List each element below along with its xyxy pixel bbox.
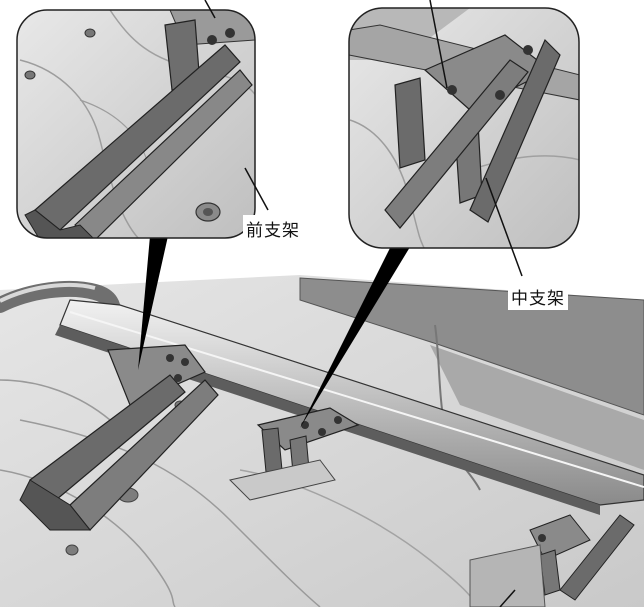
floor-hole <box>203 208 213 216</box>
bolt <box>174 374 182 382</box>
middle-bracket-label: 中支架 <box>508 283 568 310</box>
bolt <box>301 421 309 429</box>
floor-contour <box>0 379 111 421</box>
bracket-base <box>469 544 546 607</box>
callout-cone-middle <box>300 244 410 428</box>
bracket-vertical <box>261 427 283 473</box>
leader-middle <box>485 177 523 277</box>
bolt <box>318 428 326 436</box>
leader-front <box>244 167 269 211</box>
pipe-highlight <box>0 282 96 303</box>
detail-bracket-diagonal <box>384 59 529 229</box>
detail-bracket-vertical <box>394 77 426 169</box>
front-bracket-label: 前支架 <box>243 215 303 242</box>
detail-view-middle <box>348 7 580 249</box>
shadow-right <box>430 345 644 470</box>
middle-bracket-main <box>229 407 360 501</box>
bolt <box>538 534 546 542</box>
detail-bracket-foot <box>24 209 97 238</box>
bolt <box>523 45 533 55</box>
bolt <box>447 85 457 95</box>
leader-middle-top <box>429 0 448 89</box>
detail-view-front <box>16 9 256 239</box>
rear-bracket-main <box>469 514 635 607</box>
bolt <box>495 90 505 100</box>
detail-bracket-diagonal <box>469 38 561 223</box>
rear-bracket-leader <box>499 589 516 607</box>
detail-frame <box>348 7 580 249</box>
floor-hole <box>65 544 79 556</box>
bolt <box>181 358 189 366</box>
detail-frame <box>16 9 256 239</box>
main-scene <box>0 275 644 607</box>
leader-front-top <box>204 0 216 19</box>
dark-cover-right <box>299 277 644 416</box>
bolt <box>334 416 342 424</box>
floor-hole <box>24 70 36 80</box>
floor-contour <box>19 59 141 238</box>
bolt <box>225 28 235 38</box>
rail-edge <box>69 311 644 488</box>
front-bracket-main <box>19 344 219 531</box>
bracket-foot <box>19 479 92 531</box>
bolt <box>166 354 174 362</box>
callout-cone-front <box>138 236 168 370</box>
bracket-diagonal <box>559 514 635 601</box>
floor-hole <box>84 28 96 38</box>
bracket-base <box>229 459 336 501</box>
bolt <box>207 35 217 45</box>
bracket-plate <box>107 344 206 406</box>
